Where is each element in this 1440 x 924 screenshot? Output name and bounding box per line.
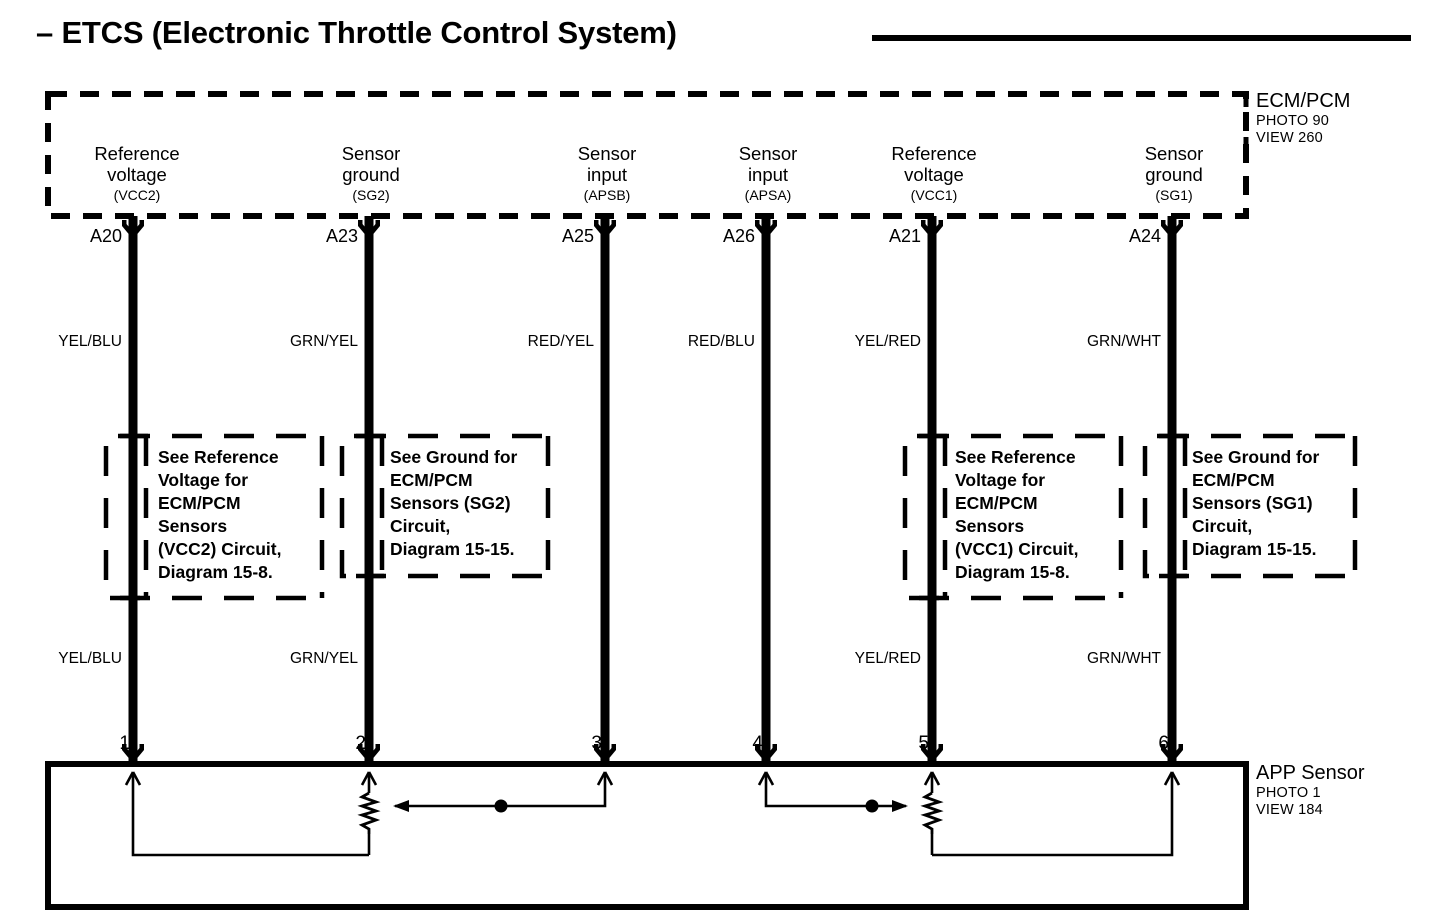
potentiometer-wipers (393, 800, 908, 812)
sensor-pin-number-1: 1 (119, 733, 130, 754)
pin-function-a21: Reference voltage (VCC1) (819, 143, 1049, 203)
ecm-pcm-boundary (45, 91, 1249, 219)
wire-color-upper-3: RED/YEL (527, 333, 594, 350)
pin-signal-name: (SG1) (1155, 186, 1193, 203)
pin-signal-name: (APSA) (744, 186, 792, 203)
potentiometer-apsa (920, 791, 944, 834)
wire-color-lower-5: YEL/RED (854, 650, 921, 667)
potentiometers (357, 791, 944, 834)
note-text-sg2: See Ground for ECM/PCM Sensors (SG2) Cir… (390, 447, 518, 560)
pin-signal-name: (VCC2) (113, 186, 161, 203)
sensor-pin-number-2: 2 (355, 733, 366, 754)
app-sensor-callout: APP Sensor PHOTO 1 VIEW 184 (1256, 762, 1365, 819)
terminal-id-a23: A23 (325, 226, 358, 246)
note-box-vcc2 (103, 433, 325, 601)
terminal-id-a20: A20 (89, 226, 122, 246)
pin-function-line1: Sensor (577, 143, 637, 164)
pin-function-line2: ground (1145, 164, 1203, 186)
pin-function-a26: Sensor input (APSA) (653, 143, 883, 203)
ecm-terminals (122, 220, 1183, 240)
pin-function-a24: Sensor ground (SG1) (1059, 143, 1289, 203)
pin-function-line2: input (747, 164, 789, 186)
wire-color-upper-6: GRN/WHT (1086, 333, 1161, 350)
wiper-arrow-apsa (892, 800, 908, 812)
pin-signal-name: (VCC1) (910, 186, 958, 203)
pin-function-line1: Reference (891, 143, 977, 164)
page-title: – ETCS (Electronic Throttle Control Syst… (36, 15, 677, 50)
ecm-pcm-callout: ECM/PCM PHOTO 90 VIEW 260 (1256, 90, 1350, 147)
terminal-id-a26: A26 (722, 226, 755, 246)
pin-function-line1: Sensor (738, 143, 798, 164)
pin-function-line1: Sensor (1144, 143, 1204, 164)
wire-trunks (128, 216, 1177, 764)
pin-function-line2: ground (342, 164, 400, 186)
ecm-pcm-name: ECM/PCM (1256, 90, 1351, 112)
sensor-pin-number-6: 6 (1158, 733, 1169, 754)
wire-color-lower-2: GRN/YEL (289, 650, 358, 667)
junction-dot-apsa (865, 799, 879, 813)
pin-function-a23: Sensor ground (SG2) (256, 143, 486, 203)
note-text-sg1: See Ground for ECM/PCM Sensors (SG1) Cir… (1192, 447, 1320, 560)
sensor-pin-number-3: 3 (591, 733, 602, 754)
wire-color-lower-6: GRN/WHT (1086, 650, 1161, 667)
note-text-vcc1: See Reference Voltage for ECM/PCM Sensor… (955, 447, 1079, 583)
ecm-pcm-view: VIEW 260 (1256, 130, 1323, 146)
terminal-id-a24: A24 (1128, 226, 1161, 246)
potentiometer-apsb (357, 791, 381, 834)
internal-wire-pin6 (932, 774, 1174, 857)
wire-color-lower-1: YEL/BLU (58, 650, 122, 667)
note-box-sg2 (339, 433, 551, 579)
ecm-pcm-photo: PHOTO 90 (1256, 113, 1330, 130)
app-sensor-internals (131, 774, 1174, 857)
terminal-id-a21: A21 (888, 226, 921, 246)
pin-function-line1: Reference (94, 143, 180, 164)
internal-wire-pin4 (764, 774, 906, 808)
internal-wire-pin3 (395, 774, 607, 808)
pin-function-line1: Sensor (341, 143, 401, 164)
wire-color-upper-2: GRN/YEL (289, 333, 358, 350)
app-sensor-view: VIEW 184 (1256, 802, 1323, 818)
sensor-pin-number-5: 5 (918, 733, 929, 754)
app-sensor-boundary (45, 761, 1249, 910)
wire-color-upper-5: YEL/RED (854, 333, 921, 350)
wire-color-upper-4: RED/BLU (687, 333, 755, 350)
internal-wire-pin1 (131, 774, 369, 857)
pin-function-line2: voltage (107, 164, 167, 186)
terminal-id-a25: A25 (561, 226, 594, 246)
pin-function-a25: Sensor input (APSB) (492, 143, 722, 203)
pin-function-line2: voltage (904, 164, 964, 186)
pin-signal-name: (APSB) (583, 186, 631, 203)
note-box-vcc1 (902, 433, 1124, 601)
pin-signal-name: (SG2) (352, 186, 390, 203)
junction-dot-apsb (494, 799, 508, 813)
note-box-sg1 (1142, 433, 1358, 579)
pin-direction-arrows (124, 771, 1181, 786)
wire-color-upper-1: YEL/BLU (58, 333, 122, 350)
note-text-vcc2: See Reference Voltage for ECM/PCM Sensor… (158, 447, 282, 583)
app-sensor-name: APP Sensor (1256, 762, 1365, 784)
junction-dots (494, 799, 879, 813)
pin-function-line2: input (586, 164, 628, 186)
sensor-pin-number-4: 4 (752, 733, 763, 754)
pin-function-a20: Reference voltage (VCC2) (22, 143, 252, 203)
app-sensor-photo: PHOTO 1 (1256, 785, 1321, 802)
wiper-arrow-apsb (393, 800, 409, 812)
